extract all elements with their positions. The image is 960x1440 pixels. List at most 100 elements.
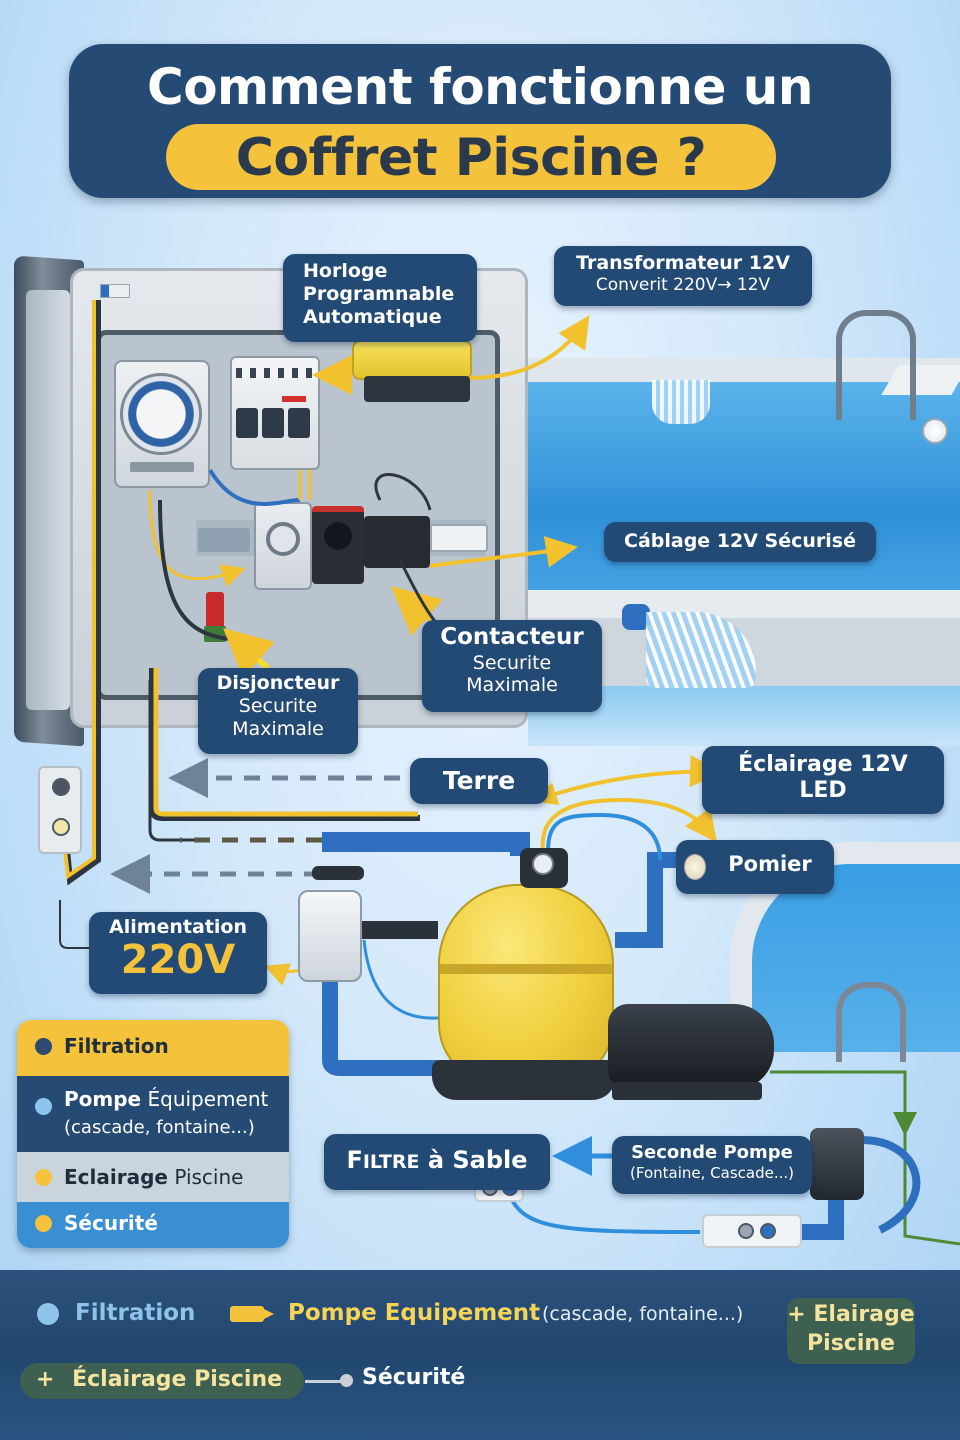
label-line: Maximale <box>466 674 558 697</box>
breaker-switch <box>288 408 310 438</box>
plug-icon <box>52 818 70 836</box>
filtration-dot-icon <box>37 1303 59 1325</box>
label-subtitle: Converit 220V→ 12V <box>595 274 771 295</box>
bullet-dot-icon <box>35 1215 52 1232</box>
contactor-module <box>254 502 312 590</box>
disjoncteur-lever <box>206 592 224 632</box>
bullet-dot-icon <box>35 1038 52 1055</box>
legend-label: Piscine <box>167 1165 244 1189</box>
socket-hole-icon <box>52 778 70 796</box>
securite-dot-icon <box>340 1374 353 1387</box>
cabinet-nameplate <box>100 284 130 298</box>
bottom-eclairage-pill: + Éclairage Piscine <box>20 1363 304 1399</box>
title-line-1: Comment fonctionne un <box>147 58 814 116</box>
label-eclairage-led: Éclairage 12V LED <box>702 746 944 814</box>
label-contacteur: Contacteur Securite Maximale <box>422 620 602 712</box>
label-line: Maximale <box>232 717 324 740</box>
label-seconde-pompe: Seconde Pompe (Fontaine, Cascade...) <box>612 1136 812 1194</box>
pool-ladder-lower <box>836 982 906 1062</box>
legend-label: Eclairage <box>64 1165 168 1189</box>
legend-label: Équipement <box>141 1087 269 1111</box>
waterfall-cascade <box>652 380 710 424</box>
filtration-pump <box>608 1004 774 1090</box>
label-terre: Terre <box>410 758 548 804</box>
label-text: ILTRE <box>362 1151 420 1173</box>
breaker-switch <box>236 408 258 438</box>
transformer-base <box>364 376 470 402</box>
legend-item-securite: Sécurité <box>17 1202 289 1248</box>
label-transformateur: Transformateur 12V Converit 220V→ 12V <box>554 246 812 306</box>
relay-module <box>364 516 430 568</box>
label-line: Securite <box>238 694 318 717</box>
power-strip <box>702 1214 802 1248</box>
legend-label: Sécurité <box>64 1211 158 1235</box>
sand-filter-base <box>432 1060 616 1100</box>
second-pump-valve <box>810 1128 864 1200</box>
clock-dial-icon <box>120 373 202 455</box>
badge-line: Piscine <box>807 1331 895 1356</box>
legend-sublabel: (cascade, fontaine...) <box>64 1117 255 1138</box>
label-text: Terre <box>442 766 516 795</box>
fountain-outlet-pipe <box>622 604 650 630</box>
pool-light-icon <box>922 418 948 444</box>
terminal-strip <box>198 528 250 552</box>
timer-display <box>130 462 194 472</box>
sand-filter-tank <box>438 884 614 1084</box>
title-line-2: Coffret Piscine ? <box>235 128 707 188</box>
label-pomier: Pomier <box>676 840 834 894</box>
breaker-terminals <box>236 368 314 378</box>
bullet-dot-icon <box>35 1098 52 1115</box>
legend-item-pompe: Pompe Équipement (cascade, fontaine...) <box>17 1076 289 1152</box>
label-title: Seconde Pompe <box>631 1142 793 1163</box>
legend-item-filtration: Filtration <box>17 1020 289 1076</box>
label-title: Alimentation <box>108 916 248 938</box>
label-title: Contacteur <box>440 624 584 650</box>
bottom-pompe-label: Pompe Equipement <box>288 1300 541 1326</box>
socket-hole-icon <box>738 1223 754 1239</box>
plus-icon: + <box>36 1367 55 1392</box>
label-line: Éclairage 12V <box>738 752 908 777</box>
label-alimentation: Alimentation 220V <box>89 912 267 994</box>
pool-ladder <box>836 310 916 420</box>
bottom-filtration-label: Filtration <box>75 1300 196 1326</box>
label-line: Horloge <box>303 260 388 282</box>
pump-base <box>612 1082 762 1100</box>
label-text: Pomier <box>728 852 812 876</box>
multiport-valve <box>298 890 362 982</box>
label-title: Transformateur 12V <box>576 252 790 274</box>
label-subtitle: (Fontaine, Cascade...) <box>630 1163 794 1182</box>
badge-line: + Elairage <box>787 1302 915 1327</box>
connector-line <box>305 1380 343 1383</box>
voltage-value: 220V <box>120 936 236 983</box>
label-disjoncteur: Disjoncteur Securite Maximale <box>198 668 358 754</box>
bottom-eclairage-label: Éclairage Piscine <box>72 1367 283 1392</box>
bottom-legend-banner: Filtration Pompe Equipement (cascade, fo… <box>0 1270 960 1440</box>
socket-hole-icon <box>760 1223 776 1239</box>
pool-coping <box>528 590 960 618</box>
bottom-elairage-badge: + Elairage Piscine <box>787 1298 915 1364</box>
pressure-gauge-icon <box>532 853 554 875</box>
label-cablage-12v: Cáblage 12V Sécurisé <box>604 522 876 562</box>
pump-connector-icon <box>228 1304 274 1324</box>
legend-panel: Filtration Pompe Équipement (cascade, fo… <box>17 1020 289 1248</box>
label-title: Disjoncteur <box>216 672 340 694</box>
breaker-switch <box>262 408 284 438</box>
terminal-block <box>430 524 488 552</box>
label-text: F <box>346 1146 363 1174</box>
sand-filter-band <box>440 964 612 974</box>
legend-label: Pompe <box>64 1087 142 1111</box>
legend-item-eclairage: Eclairage Piscine <box>17 1152 289 1202</box>
bullet-dot-icon <box>35 1169 52 1186</box>
cabinet-door-panel <box>26 290 70 710</box>
label-line: Automatique <box>303 305 442 328</box>
multiport-valve-handle <box>312 866 364 880</box>
title-highlight-pill: Coffret Piscine ? <box>166 124 776 190</box>
breaker-indicator <box>282 396 306 402</box>
label-line: Securite <box>472 651 552 674</box>
differential-module <box>312 506 364 584</box>
bottom-securite-label: Sécurité <box>362 1365 466 1390</box>
label-text: Cáblage 12V Sécurisé <box>624 530 856 552</box>
projector-light-icon <box>684 854 706 880</box>
wall-power-socket <box>38 766 82 854</box>
legend-label: Filtration <box>64 1034 169 1058</box>
